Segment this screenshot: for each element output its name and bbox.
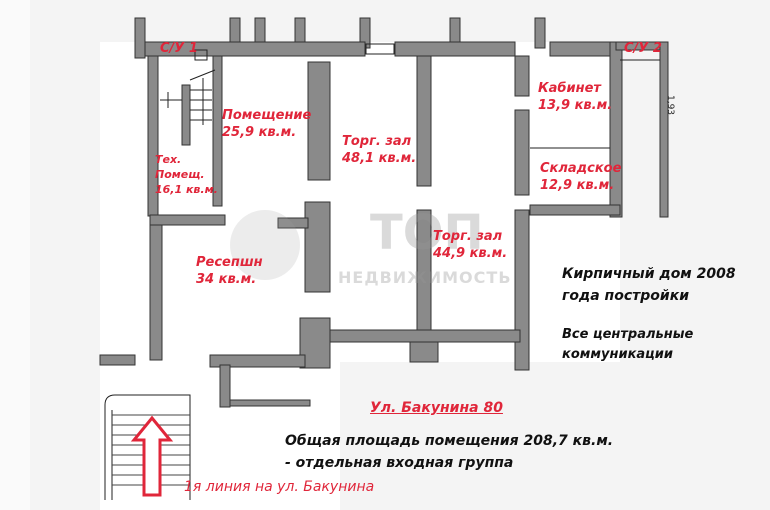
room-label-tech: Тех. Помещ. 16,1 кв.м. <box>155 152 218 197</box>
room-area: 16,1 кв.м. <box>155 183 218 196</box>
room-label-wc2: С/У 2 <box>624 41 662 56</box>
room-name: Тех. <box>155 153 182 166</box>
arrow-up-icon <box>130 415 174 497</box>
street-address: Ул. Бакунина 80 <box>370 400 503 416</box>
room-name: Помещение <box>222 108 312 123</box>
room-name: Кабинет <box>538 81 601 96</box>
room-name: Торг. зал <box>342 134 412 149</box>
room-name: Складское <box>540 161 622 176</box>
room-area: 12,9 кв.м. <box>540 178 615 193</box>
watermark-title: ТОП <box>370 205 484 261</box>
room-label-sales-hall-1: Торг. зал 48,1 кв.м. <box>342 133 416 167</box>
total-area-info: Общая площадь помещения 208,7 кв.м. - отд… <box>285 430 613 474</box>
room-label-office: Кабинет 13,9 кв.м. <box>538 80 612 114</box>
room-area: 48,1 кв.м. <box>342 151 417 166</box>
room-name: Торг. зал <box>433 229 503 244</box>
room-area: 34 кв.м. <box>196 272 257 287</box>
room-name-2: Помещ. <box>155 168 205 181</box>
building-line-1: Кирпичный дом 2008 <box>562 266 736 282</box>
building-info: Кирпичный дом 2008 года постройки <box>562 263 736 307</box>
room-area: 25,9 кв.м. <box>222 125 297 140</box>
total-area: Общая площадь помещения 208,7 кв.м. <box>285 433 614 449</box>
utilities-info: Все центральные коммуникации <box>562 325 693 365</box>
entrance-note: - отдельная входная группа <box>285 455 514 471</box>
room-area: 13,9 кв.м. <box>538 98 613 113</box>
building-line-2: года постройки <box>562 288 690 304</box>
room-area: 44,9 кв.м. <box>433 246 508 261</box>
room-name: Ресепшн <box>196 255 263 270</box>
room-label-storage: Складское 12,9 кв.м. <box>540 160 621 194</box>
room-label-reception: Ресепшн 34 кв.м. <box>196 254 263 288</box>
first-line-note: 1я линия на ул. Бакунина <box>184 479 375 495</box>
dimension-label: 1,93 <box>665 94 676 116</box>
room-label-wc1: С/У 1 <box>160 41 198 56</box>
utilities-line-1: Все центральные <box>562 327 694 342</box>
walls <box>99 17 669 408</box>
watermark-subtitle: НЕДВИЖИМОСТЬ <box>338 268 512 287</box>
room-label-pomeshchenie: Помещение 25,9 кв.м. <box>222 107 311 141</box>
utilities-line-2: коммуникации <box>562 347 674 362</box>
room-label-sales-hall-2: Торг. зал 44,9 кв.м. <box>433 228 507 262</box>
